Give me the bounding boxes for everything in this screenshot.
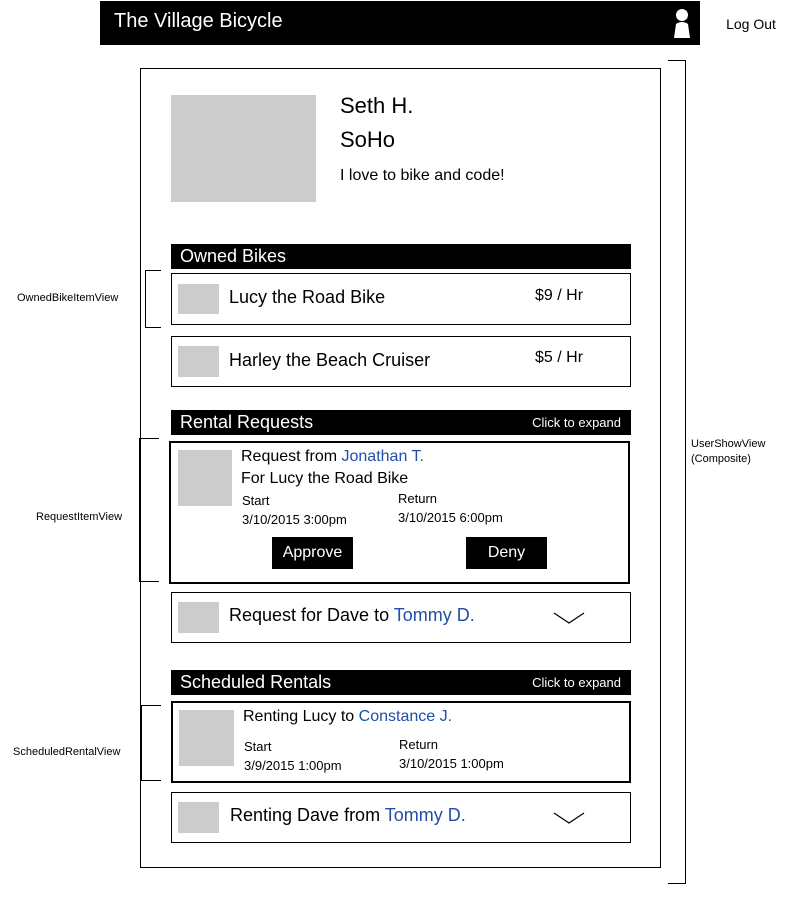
return-label: Return	[398, 491, 438, 506]
owned-bike-item[interactable]: Lucy the Road Bike $9 / Hr	[171, 273, 631, 325]
request-item-collapsed[interactable]: Request for Dave to Tommy D.	[171, 592, 631, 643]
request-item-expanded: Request from Jonathan T. For Lucy the Ro…	[169, 441, 630, 584]
return-label: Return	[399, 737, 439, 752]
scheduled-rental-expanded: Renting Lucy to Constance J. Start 3/9/2…	[171, 701, 631, 783]
scheduled-rental-bracket	[141, 705, 161, 781]
return-value: 3/10/2015 1:00pm	[399, 756, 504, 771]
app-title[interactable]: The Village Bicycle	[114, 10, 283, 32]
return-value: 3/10/2015 6:00pm	[398, 510, 503, 525]
rental-requests-title: Rental Requests	[180, 412, 314, 432]
user-show-view: Seth H. SoHo I love to bike and code! Ow…	[140, 68, 661, 868]
user-icon[interactable]	[670, 8, 694, 40]
owned-bike-item-bracket	[145, 270, 161, 328]
start-value: 3/9/2015 1:00pm	[244, 758, 342, 773]
owned-bikes-title: Owned Bikes	[180, 246, 287, 266]
requester-thumbnail	[178, 450, 232, 506]
renter-link[interactable]: Constance J.	[358, 708, 453, 725]
rental-summary: Renting Dave from Tommy D.	[230, 805, 466, 826]
scheduled-rentals-expand-link[interactable]: Click to expand	[532, 675, 621, 690]
request-summary-prefix: Request for Dave to	[229, 605, 390, 625]
rental-requests-expand-link[interactable]: Click to expand	[532, 415, 621, 430]
profile-name: Seth H.	[340, 93, 414, 118]
rental-prefix: Renting Lucy to	[243, 708, 355, 725]
bike-name: Lucy the Road Bike	[229, 287, 386, 307]
rental-requests-header: Rental Requests Click to expand	[171, 410, 631, 435]
logout-button[interactable]: Log Out	[708, 8, 794, 39]
renter-thumbnail	[179, 710, 234, 766]
bike-price: $9 / Hr	[535, 287, 584, 304]
request-item-view-label: RequestItemView	[36, 511, 123, 523]
user-show-view-label: UserShowView	[691, 438, 766, 450]
request-person-link[interactable]: Tommy D.	[393, 605, 475, 625]
bike-price: $5 / Hr	[535, 349, 584, 366]
app-header: The Village Bicycle Log Out	[100, 1, 794, 45]
scheduled-rentals-title: Scheduled Rentals	[180, 672, 332, 692]
profile-bio: I love to bike and code!	[340, 167, 505, 184]
bike-thumbnail	[178, 284, 219, 314]
rental-headline: Renting Lucy to Constance J.	[243, 708, 452, 726]
rental-summary-prefix: Renting Dave from	[230, 805, 381, 825]
bike-name: Harley the Beach Cruiser	[229, 350, 431, 370]
owned-bike-item-view-label: OwnedBikeItemView	[17, 292, 119, 304]
request-item-bracket	[139, 438, 159, 582]
chevron-down-icon[interactable]	[553, 611, 585, 625]
start-label: Start	[242, 493, 270, 508]
user-show-view-sublabel: (Composite)	[691, 453, 751, 465]
start-value: 3/10/2015 3:00pm	[242, 512, 347, 527]
scheduled-rentals-header: Scheduled Rentals Click to expand	[171, 670, 631, 695]
owned-bikes-header: Owned Bikes	[171, 244, 631, 269]
request-prefix: Request from	[241, 448, 338, 465]
request-bike-line: For Lucy the Road Bike	[241, 470, 409, 487]
scheduled-rental-collapsed[interactable]: Renting Dave from Tommy D.	[171, 792, 631, 843]
owned-bike-item[interactable]: Harley the Beach Cruiser $5 / Hr	[171, 336, 631, 387]
request-thumbnail	[178, 602, 219, 633]
rental-thumbnail	[178, 802, 219, 833]
approve-button[interactable]: Approve	[272, 537, 353, 569]
rental-person-link[interactable]: Tommy D.	[384, 805, 466, 825]
user-show-view-bracket	[668, 60, 686, 884]
chevron-down-icon[interactable]	[553, 811, 585, 825]
deny-button[interactable]: Deny	[466, 537, 547, 569]
request-headline: Request from Jonathan T.	[241, 448, 424, 466]
scheduled-rental-view-label: ScheduledRentalView	[13, 746, 121, 758]
profile-photo	[171, 95, 316, 202]
bike-thumbnail	[178, 346, 219, 377]
requester-link[interactable]: Jonathan T.	[341, 448, 424, 465]
profile-location: SoHo	[340, 127, 396, 152]
start-label: Start	[244, 739, 272, 754]
request-summary: Request for Dave to Tommy D.	[229, 605, 475, 626]
